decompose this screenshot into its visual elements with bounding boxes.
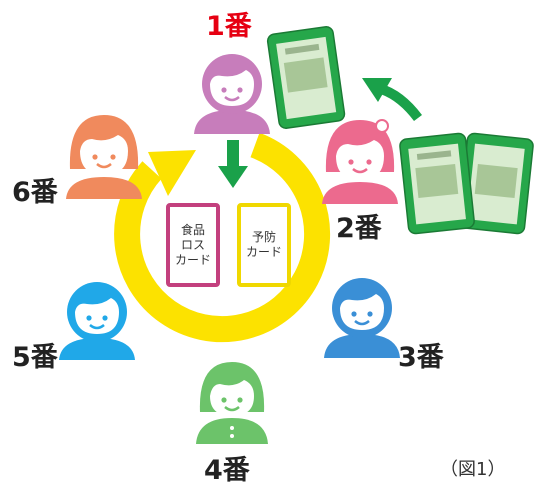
down-arrow <box>218 140 248 188</box>
player-2-label: 2番 <box>336 213 382 244</box>
player-3-avatar <box>324 278 400 358</box>
prevention-card-label: 予防 カード <box>245 230 282 259</box>
figure-caption: （図1） <box>440 459 506 480</box>
pass-arrow <box>362 78 422 122</box>
player-2-avatar <box>322 119 398 204</box>
player-1-label: 1番 <box>206 11 252 42</box>
player-5-label: 5番 <box>12 342 58 373</box>
food-loss-card-label: 食品 ロス カード <box>174 222 211 267</box>
card-deck <box>399 132 534 235</box>
player-3-label: 3番 <box>398 342 444 373</box>
player-4-label: 4番 <box>204 455 250 486</box>
player-6-label: 6番 <box>12 177 58 208</box>
player-4-avatar <box>196 362 268 444</box>
card-held <box>266 26 346 129</box>
food-loss-card: 食品 ロス カード <box>166 203 220 287</box>
prevention-card: 予防 カード <box>237 203 291 287</box>
cycle-arrow <box>114 132 331 343</box>
player-1-avatar <box>194 54 270 134</box>
player-6-avatar <box>66 115 142 199</box>
player-5-avatar <box>59 282 135 360</box>
